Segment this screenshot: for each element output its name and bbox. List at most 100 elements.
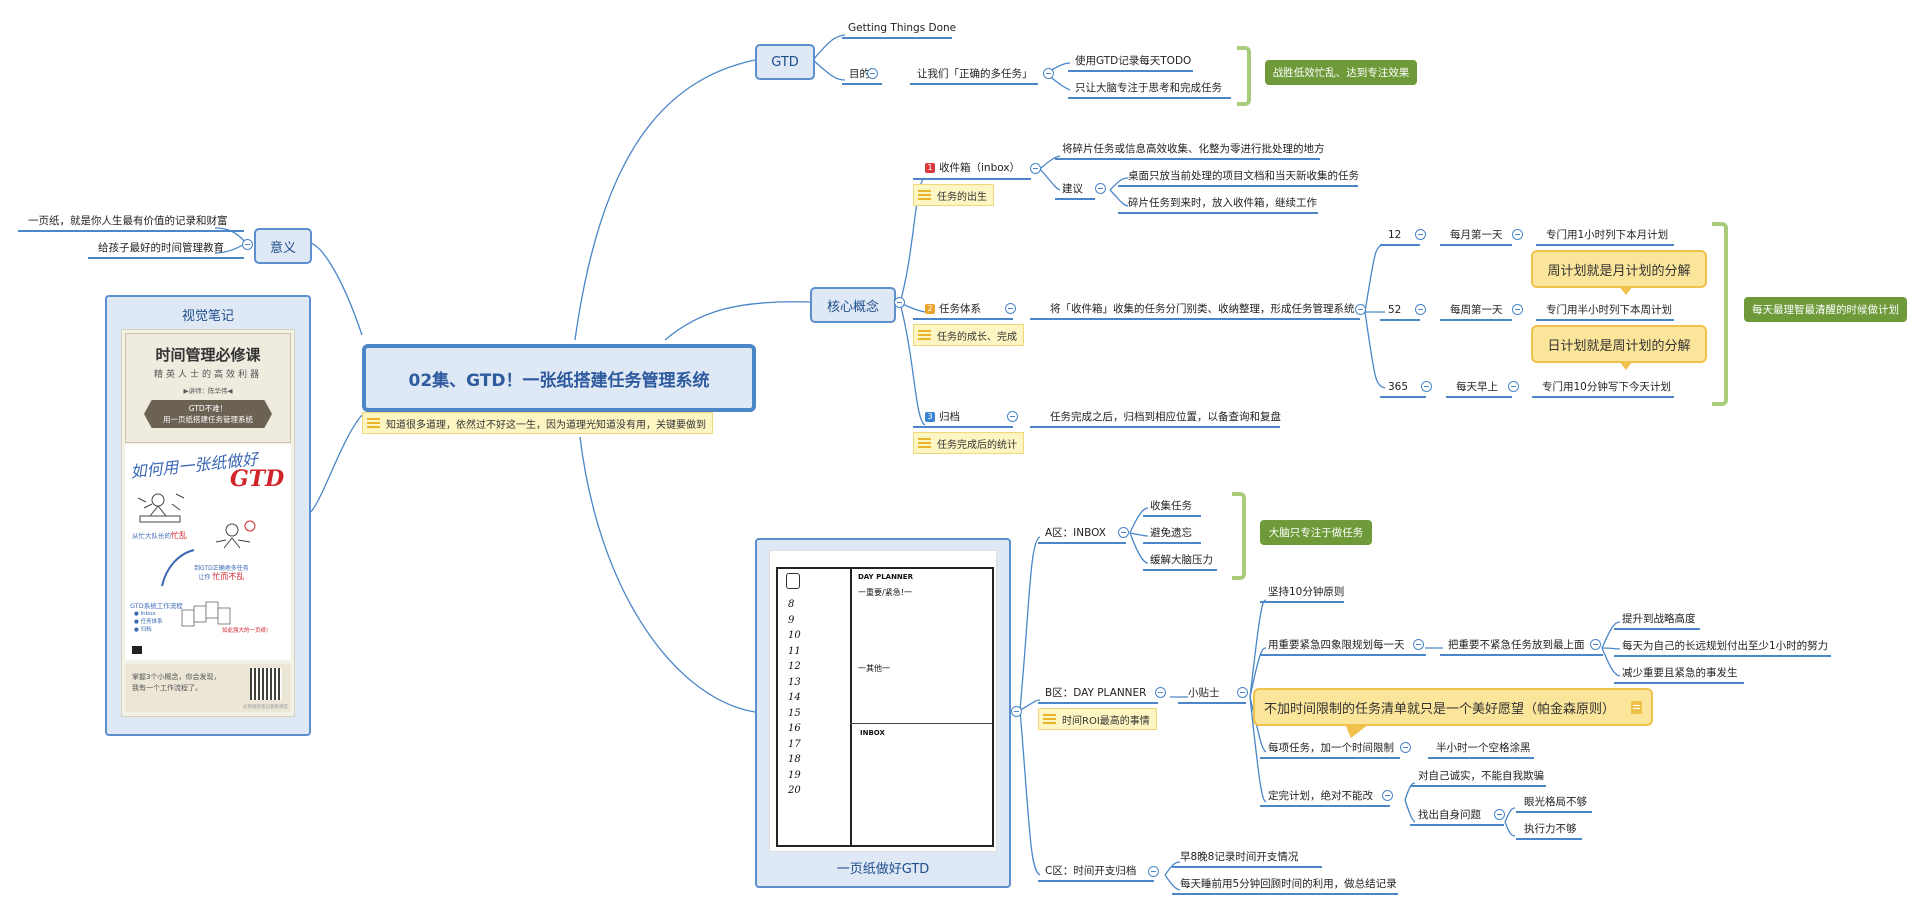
collapse-icon[interactable] [894,297,905,308]
visual-notes-label: 视觉笔记 [181,309,234,324]
collapse-icon[interactable] [1005,303,1016,314]
collapse-icon[interactable] [1512,304,1523,315]
zone-b-label[interactable]: B区：DAY PLANNER [1045,687,1147,699]
callout-tail [1345,724,1369,738]
collapse-icon[interactable] [1237,687,1248,698]
tip-detail[interactable]: 眼光格局不够 [1524,796,1587,808]
collapse-icon[interactable] [1590,639,1601,650]
plan-what[interactable]: 专门用10分钟写下今天计划 [1542,381,1671,393]
tip-detail[interactable]: 每天为自己的长远规划付出至少1小时的努力 [1622,640,1829,652]
task-system-note[interactable]: 任务的成长、完成 [913,324,1024,346]
collapse-icon[interactable] [867,68,878,79]
plan-count[interactable]: 12 [1388,229,1402,241]
plan-when[interactable]: 每月第一天 [1450,229,1503,241]
tips-label[interactable]: 小贴士 [1188,687,1220,699]
tip-sub-item[interactable]: 找出自身问题 [1418,809,1481,821]
collapse-icon[interactable] [1095,183,1106,194]
collapse-icon[interactable] [1030,163,1041,174]
collapse-icon[interactable] [1043,68,1054,79]
underline [1178,702,1246,704]
collapse-icon[interactable] [1512,229,1523,240]
zone-b-note[interactable]: 时间ROI最高的事情 [1038,708,1157,730]
root-note[interactable]: 知道很多道理，依然过不好这一生，因为道理光知道没有用，关键要做到 [362,412,713,434]
gtd-purpose-item[interactable]: 使用GTD记录每天TODO [1075,55,1192,67]
tip-detail[interactable]: 减少重要且紧急的事发生 [1622,667,1738,679]
collapse-icon[interactable] [1413,639,1424,650]
root-note-text: 知道很多道理，依然过不好这一生，因为道理光知道没有用，关键要做到 [386,419,706,431]
plan-when[interactable]: 每天早上 [1456,381,1498,393]
tip-item[interactable]: 坚持10分钟原则 [1268,586,1345,598]
archive-desc[interactable]: 任务完成之后，归档到相应位置，以备查询和复盘 [1050,411,1281,423]
gtd-purpose-label[interactable]: 目的 [849,68,870,80]
tip-sub-item[interactable]: 对自己诚实，不能自我欺骗 [1418,770,1544,782]
tip-sub-item[interactable]: 半小时一个空格涂黑 [1436,742,1531,754]
week-plan-callout[interactable]: 周计划就是月计划的分解 [1531,250,1707,295]
inbox-advice-label[interactable]: 建议 [1062,183,1083,195]
task-system-summary[interactable]: 每天最理智最清醒的时候做计划 [1744,297,1907,322]
tip-item[interactable]: 用重要紧急四象限规划每一天 [1268,639,1405,651]
parkinson-quote-callout[interactable]: 不加时间限制的任务清单就只是一个美好愿望（帕金森原则） [1253,688,1653,738]
collapse-icon[interactable] [1118,527,1129,538]
meaning-node[interactable]: 意义 [254,228,312,264]
tip-item[interactable]: 每项任务，加一个时间限制 [1268,742,1394,754]
gtd-node[interactable]: GTD [755,44,815,80]
gtd-summary[interactable]: 战胜低效忙乱、达到专注效果 [1265,60,1417,85]
collapse-icon[interactable] [1382,790,1393,801]
plan-what[interactable]: 专门用1小时列下本月计划 [1546,229,1669,241]
plan-count[interactable]: 52 [1388,304,1402,316]
planner-top-line: 一重要/紧急!一 [858,588,912,597]
collapse-icon[interactable] [1421,381,1432,392]
day-plan-callout[interactable]: 日计划就是周计划的分解 [1531,325,1707,370]
inbox-advice-item[interactable]: 桌面只放当前处理的项目文档和当天新收集的任务 [1128,170,1359,182]
zone-a-label[interactable]: A区：INBOX [1045,527,1106,539]
zone-c-item[interactable]: 早8晚8记录时间开支情况 [1180,851,1299,863]
collapse-icon[interactable] [1400,742,1411,753]
collapse-icon[interactable] [1355,304,1366,315]
tip-sub-item[interactable]: 把重要不紧急任务放到最上面 [1448,639,1585,651]
archive-note[interactable]: 任务完成后的统计 [913,432,1024,454]
inbox-note[interactable]: 任务的出生 [913,184,994,206]
meaning-item[interactable]: 一页纸，就是你人生最有价值的记录和财富 [28,215,228,227]
collapse-icon[interactable] [1494,809,1505,820]
gtd-purpose-text[interactable]: 让我们「正确的多任务」 [917,68,1033,80]
collapse-icon[interactable] [1155,687,1166,698]
collapse-icon[interactable] [1011,706,1022,717]
meaning-item[interactable]: 给孩子最好的时间管理教育 [98,242,224,254]
core-concepts-node[interactable]: 核心概念 [810,287,896,323]
underline [1440,319,1512,321]
zone-a-item[interactable]: 收集任务 [1150,500,1192,512]
zone-c-label[interactable]: C区：时间开支归档 [1045,865,1137,877]
collapse-icon[interactable] [1007,411,1018,422]
tip-item[interactable]: 定完计划，绝对不能改 [1268,790,1373,802]
collapse-icon[interactable] [1148,866,1159,877]
tip-detail[interactable]: 执行力不够 [1524,823,1577,835]
collapse-icon[interactable] [242,239,253,250]
planner-mid-line: 一其他一 [858,664,890,673]
task-system-desc[interactable]: 将「收件箱」收集的任务分门别类、收纳整理，形成任务管理系统 [1050,303,1355,315]
one-page-gtd-node[interactable]: 8 9 10 11 12 13 14 15 16 17 18 19 20 DAY… [755,538,1011,888]
hour-label: 13 [788,676,801,688]
root-topic[interactable]: 02集、GTD！一张纸搭建任务管理系统 [362,344,756,412]
plan-count[interactable]: 365 [1388,381,1409,393]
collapse-icon[interactable] [1415,229,1426,240]
hour-label: 19 [788,769,801,781]
zone-c-item[interactable]: 每天睡前用5分钟回顾时间的利用，做总结记录 [1180,878,1397,890]
collapse-icon[interactable] [1415,304,1426,315]
plan-what[interactable]: 专门用半小时列下本周计划 [1546,304,1672,316]
inbox-advice-item[interactable]: 碎片任务到来时，放入收件箱，继续工作 [1128,197,1317,209]
inbox-desc[interactable]: 将碎片任务或信息高效收集、化整为零进行批处理的地方 [1062,143,1325,155]
zone-a-item[interactable]: 避免遗忘 [1150,527,1192,539]
tip-detail[interactable]: 提升到战略高度 [1622,613,1696,625]
collapse-icon[interactable] [1508,381,1519,392]
plan-when[interactable]: 每周第一天 [1450,304,1503,316]
gtd-purpose-item[interactable]: 只让大脑专注于思考和完成任务 [1075,82,1222,94]
zone-a-summary[interactable]: 大脑只专注于做任务 [1260,520,1372,545]
zone-a-item[interactable]: 缓解大脑压力 [1150,554,1213,566]
underline [1118,185,1358,187]
underline [1428,757,1534,759]
visual-notes-node[interactable]: 视觉笔记 时间管理必修课 精英人士的高效利器 ▶讲师：陈华伟◀ GTD不难！ 用… [105,295,311,736]
gtd-full-name[interactable]: Getting Things Done [848,22,957,34]
